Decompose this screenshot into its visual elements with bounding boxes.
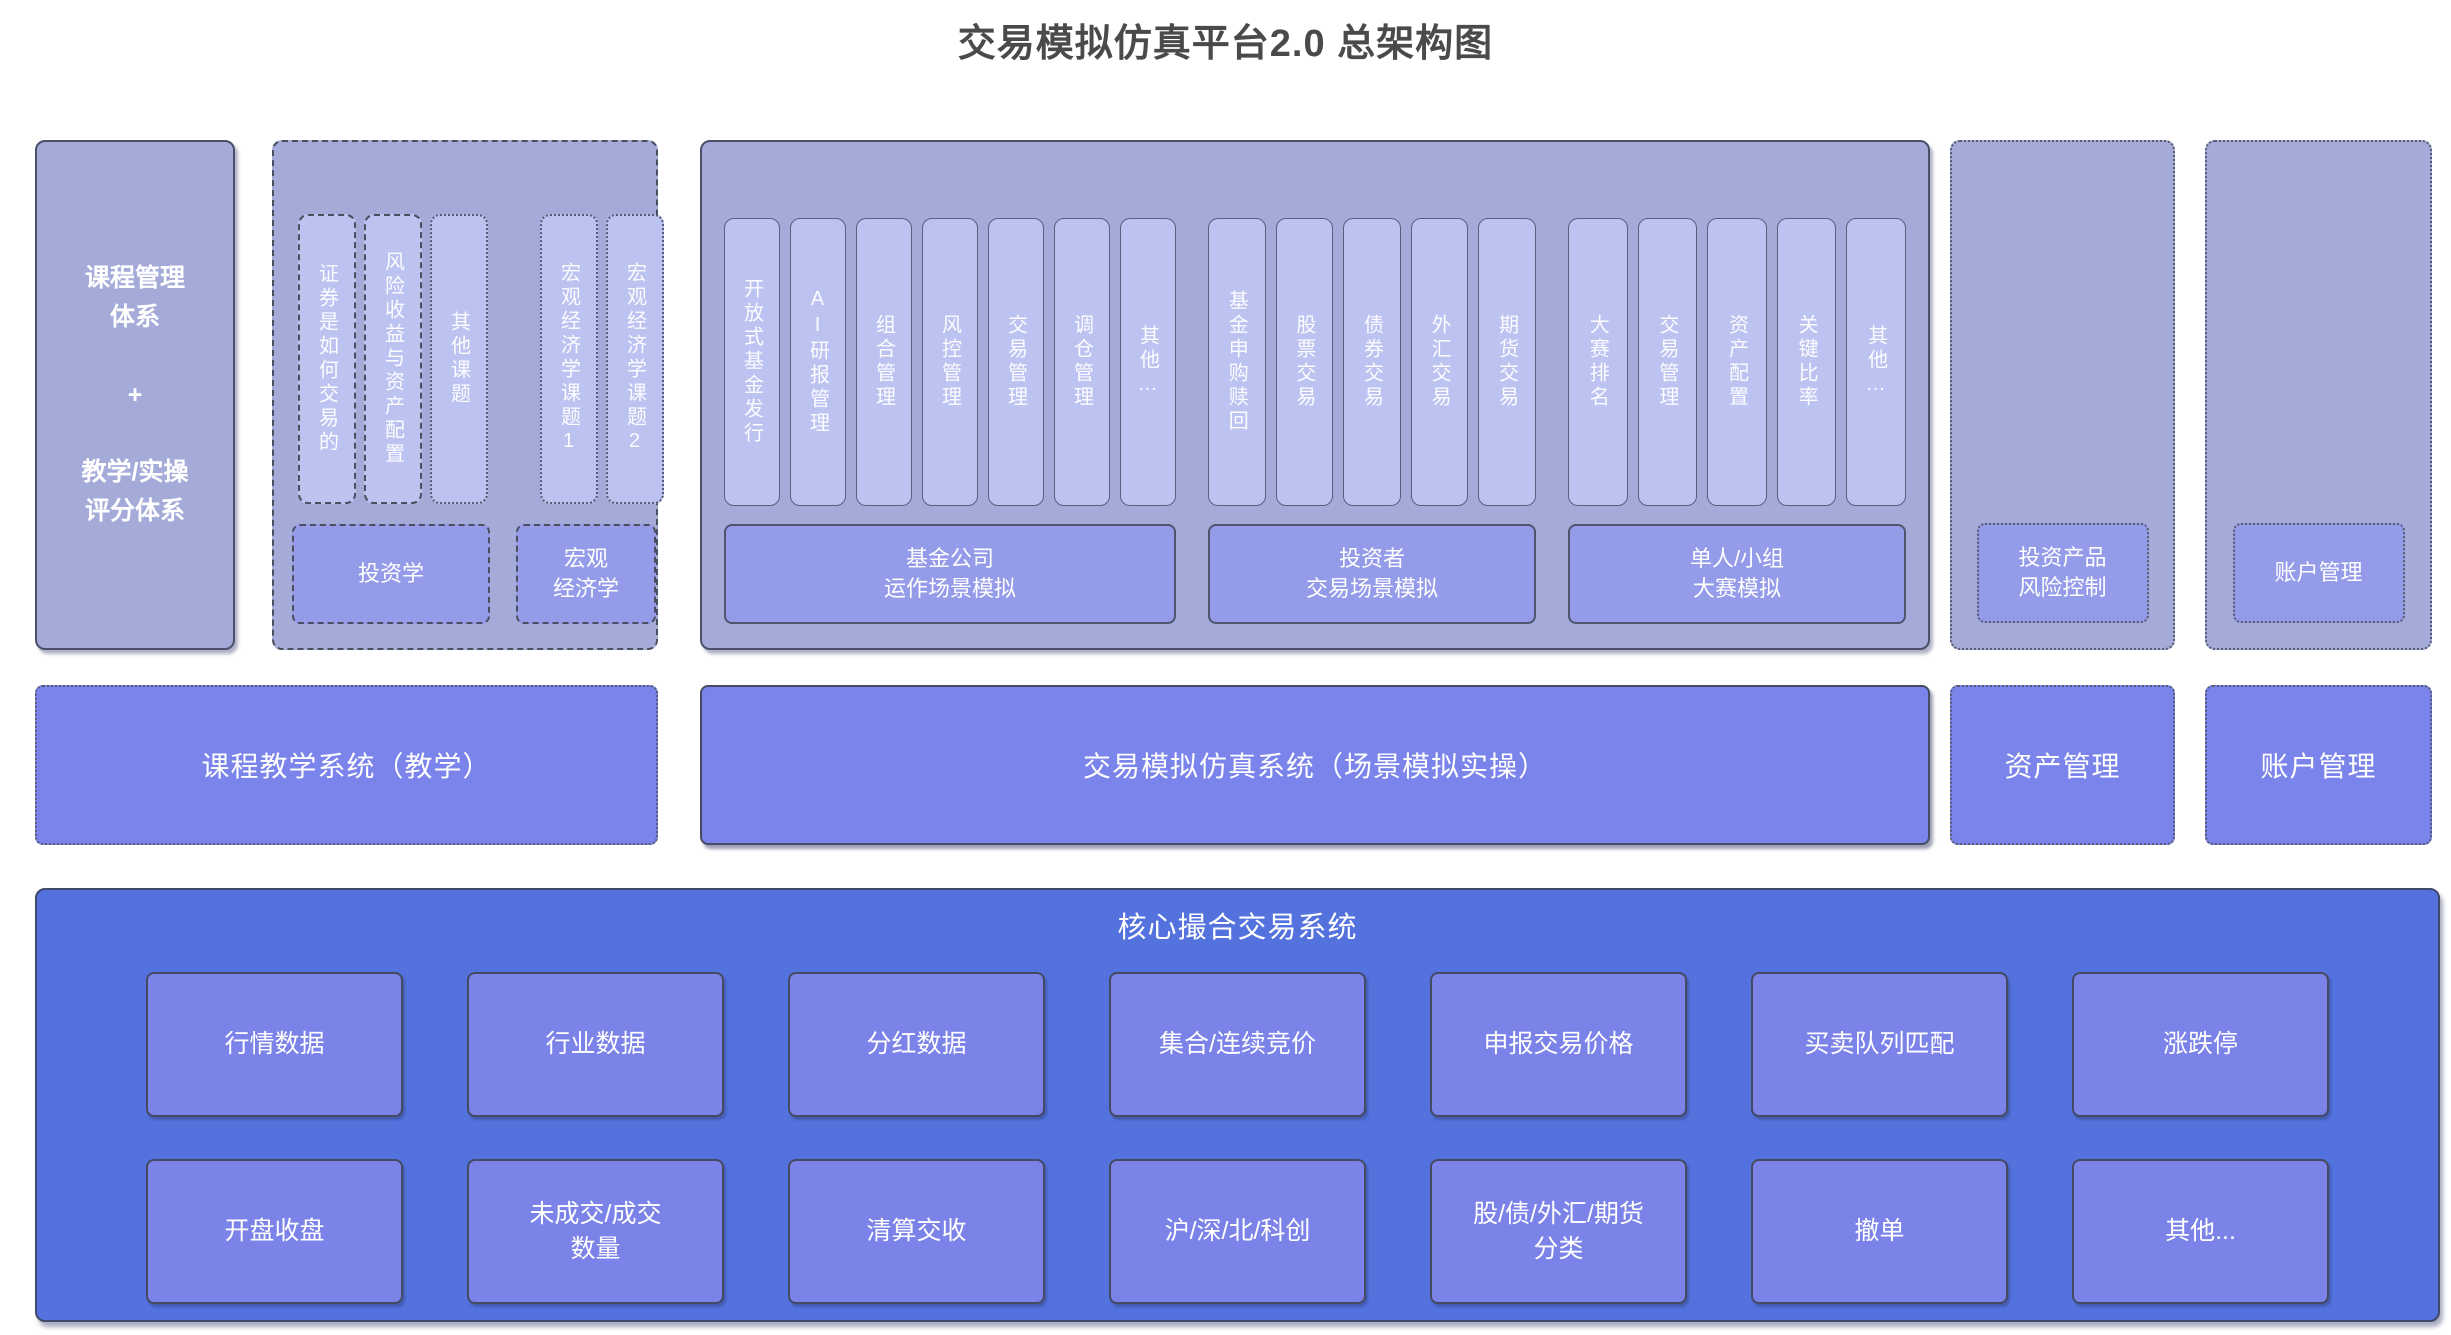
core-item-cancel-order: 撤单 bbox=[1751, 1159, 2008, 1304]
sim-group-investor: 基金申购赎回 股票交易 债券交易 外汇交易 期货交易 投资者 交易场景模拟 bbox=[1208, 218, 1536, 624]
core-item-market-data: 行情数据 bbox=[146, 972, 403, 1117]
system-trading-simulation: 交易模拟仿真系统（场景模拟实操） bbox=[700, 685, 1930, 845]
core-item-queue-matching: 买卖队列匹配 bbox=[1751, 972, 2008, 1117]
core-row-1: 行情数据 行业数据 分红数据 集合/连续竞价 申报交易价格 买卖队列匹配 涨跌停 bbox=[146, 972, 2329, 1117]
footer-competition-simulation: 单人/小组 大赛模拟 bbox=[1568, 524, 1906, 624]
core-item-dividend-data: 分红数据 bbox=[788, 972, 1045, 1117]
footer-investment-science: 投资学 bbox=[292, 524, 490, 624]
block-account: 账户管理 bbox=[2205, 140, 2432, 650]
sim-pill-fund-subscription-redemption: 基金申购赎回 bbox=[1208, 218, 1266, 506]
sim-pill-open-fund-issuance: 开放式基金发行 bbox=[724, 218, 780, 506]
sim-pill-forex-trading: 外汇交易 bbox=[1410, 218, 1469, 506]
sim-pill-ai-research-report: AI研报管理 bbox=[790, 218, 846, 506]
core-item-filled-unfilled: 未成交/成交 数量 bbox=[467, 1159, 724, 1304]
investor-pill-row: 基金申购赎回 股票交易 债券交易 外汇交易 期货交易 bbox=[1208, 218, 1536, 506]
sim-pill-bond-trading: 债券交易 bbox=[1343, 218, 1401, 506]
footer-fund-company-simulation: 基金公司 运作场景模拟 bbox=[724, 524, 1176, 624]
core-system-title: 核心撮合交易系统 bbox=[1117, 912, 1358, 944]
core-item-exchanges: 沪/深/北/科创 bbox=[1109, 1159, 1366, 1304]
competition-pill-row: 大赛排名 交易管理 资产配置 关键比率 其他… bbox=[1568, 218, 1906, 506]
block-core-matching-system: 核心撮合交易系统 行情数据 行业数据 分红数据 集合/连续竞价 申报交易价格 买… bbox=[35, 888, 2440, 1322]
core-item-asset-classification: 股/债/外汇/期货 分类 bbox=[1430, 1159, 1687, 1304]
topic-pill-macroeconomics-1: 宏观经济学课题1 bbox=[540, 214, 598, 504]
topic-pill-macroeconomics-2: 宏观经济学课题2 bbox=[606, 214, 664, 504]
core-item-clearing-settlement: 清算交收 bbox=[788, 1159, 1045, 1304]
core-item-price-limit: 涨跌停 bbox=[2072, 972, 2329, 1117]
course-system-label: 课程管理 体系 + 教学/实操 评分体系 bbox=[81, 264, 189, 525]
sim-pill-key-ratios: 关键比率 bbox=[1776, 218, 1837, 506]
block-course-topics: 证券是如何交易的 风险收益与资产配置 其他课题 宏观经济学课题1 宏观经济学课题… bbox=[272, 140, 664, 650]
footer-macroeconomics: 宏观 经济学 bbox=[516, 524, 656, 624]
core-item-open-close: 开盘收盘 bbox=[146, 1159, 403, 1304]
block-course-management-system: 课程管理 体系 + 教学/实操 评分体系 bbox=[35, 140, 235, 650]
system-asset-management: 资产管理 bbox=[1950, 685, 2175, 845]
sim-pill-other-2: 其他… bbox=[1846, 218, 1906, 506]
footer-product-risk-control: 投资产品 风险控制 bbox=[1976, 523, 2149, 623]
sim-pill-asset-allocation: 资产配置 bbox=[1707, 218, 1767, 506]
topics-footer-row: 投资学 宏观 经济学 bbox=[274, 524, 656, 624]
sim-pill-stock-trading: 股票交易 bbox=[1275, 218, 1334, 506]
sim-pill-rebalancing: 调仓管理 bbox=[1054, 218, 1110, 506]
block-risk-control: 投资产品 风险控制 bbox=[1950, 140, 2175, 650]
block-simulation-scenarios: 开放式基金发行 AI研报管理 组合管理 风控管理 交易管理 调仓管理 其他… 基… bbox=[700, 140, 1930, 650]
sim-pill-competition-ranking: 大赛排名 bbox=[1568, 218, 1628, 506]
core-row-2: 开盘收盘 未成交/成交 数量 清算交收 沪/深/北/科创 股/债/外汇/期货 分… bbox=[146, 1159, 2329, 1304]
topics-pill-row: 证券是如何交易的 风险收益与资产配置 其他课题 宏观经济学课题1 宏观经济学课题… bbox=[274, 214, 664, 504]
core-item-other: 其他... bbox=[2072, 1159, 2329, 1304]
topic-pill-how-securities-trade: 证券是如何交易的 bbox=[298, 214, 356, 504]
sim-group-fund-company: 开放式基金发行 AI研报管理 组合管理 风控管理 交易管理 调仓管理 其他… 基… bbox=[724, 218, 1176, 624]
core-item-order-price: 申报交易价格 bbox=[1430, 972, 1687, 1117]
core-item-industry-data: 行业数据 bbox=[467, 972, 724, 1117]
sim-pill-trade-management: 交易管理 bbox=[988, 218, 1044, 506]
sim-pill-portfolio-management: 组合管理 bbox=[856, 218, 912, 506]
topic-pill-risk-return-allocation: 风险收益与资产配置 bbox=[364, 214, 422, 504]
system-account-management: 账户管理 bbox=[2205, 685, 2432, 845]
sim-pill-futures-trading: 期货交易 bbox=[1478, 218, 1536, 506]
system-course-teaching: 课程教学系统（教学） bbox=[35, 685, 658, 845]
sim-pill-risk-control: 风控管理 bbox=[922, 218, 978, 506]
core-item-auction: 集合/连续竞价 bbox=[1109, 972, 1366, 1117]
sim-pill-trade-management-2: 交易管理 bbox=[1637, 218, 1698, 506]
fund-company-pill-row: 开放式基金发行 AI研报管理 组合管理 风控管理 交易管理 调仓管理 其他… bbox=[724, 218, 1176, 506]
page-title: 交易模拟仿真平台2.0 总架构图 bbox=[957, 23, 1494, 65]
footer-account-management: 账户管理 bbox=[2232, 523, 2405, 623]
topic-pill-other-topics: 其他课题 bbox=[430, 214, 488, 504]
core-grid: 行情数据 行业数据 分红数据 集合/连续竞价 申报交易价格 买卖队列匹配 涨跌停… bbox=[37, 972, 2438, 1304]
footer-investor-simulation: 投资者 交易场景模拟 bbox=[1208, 524, 1536, 624]
simulation-groups: 开放式基金发行 AI研报管理 组合管理 风控管理 交易管理 调仓管理 其他… 基… bbox=[702, 218, 1928, 624]
sim-pill-other: 其他… bbox=[1120, 218, 1176, 506]
sim-group-competition: 大赛排名 交易管理 资产配置 关键比率 其他… 单人/小组 大赛模拟 bbox=[1568, 218, 1906, 624]
